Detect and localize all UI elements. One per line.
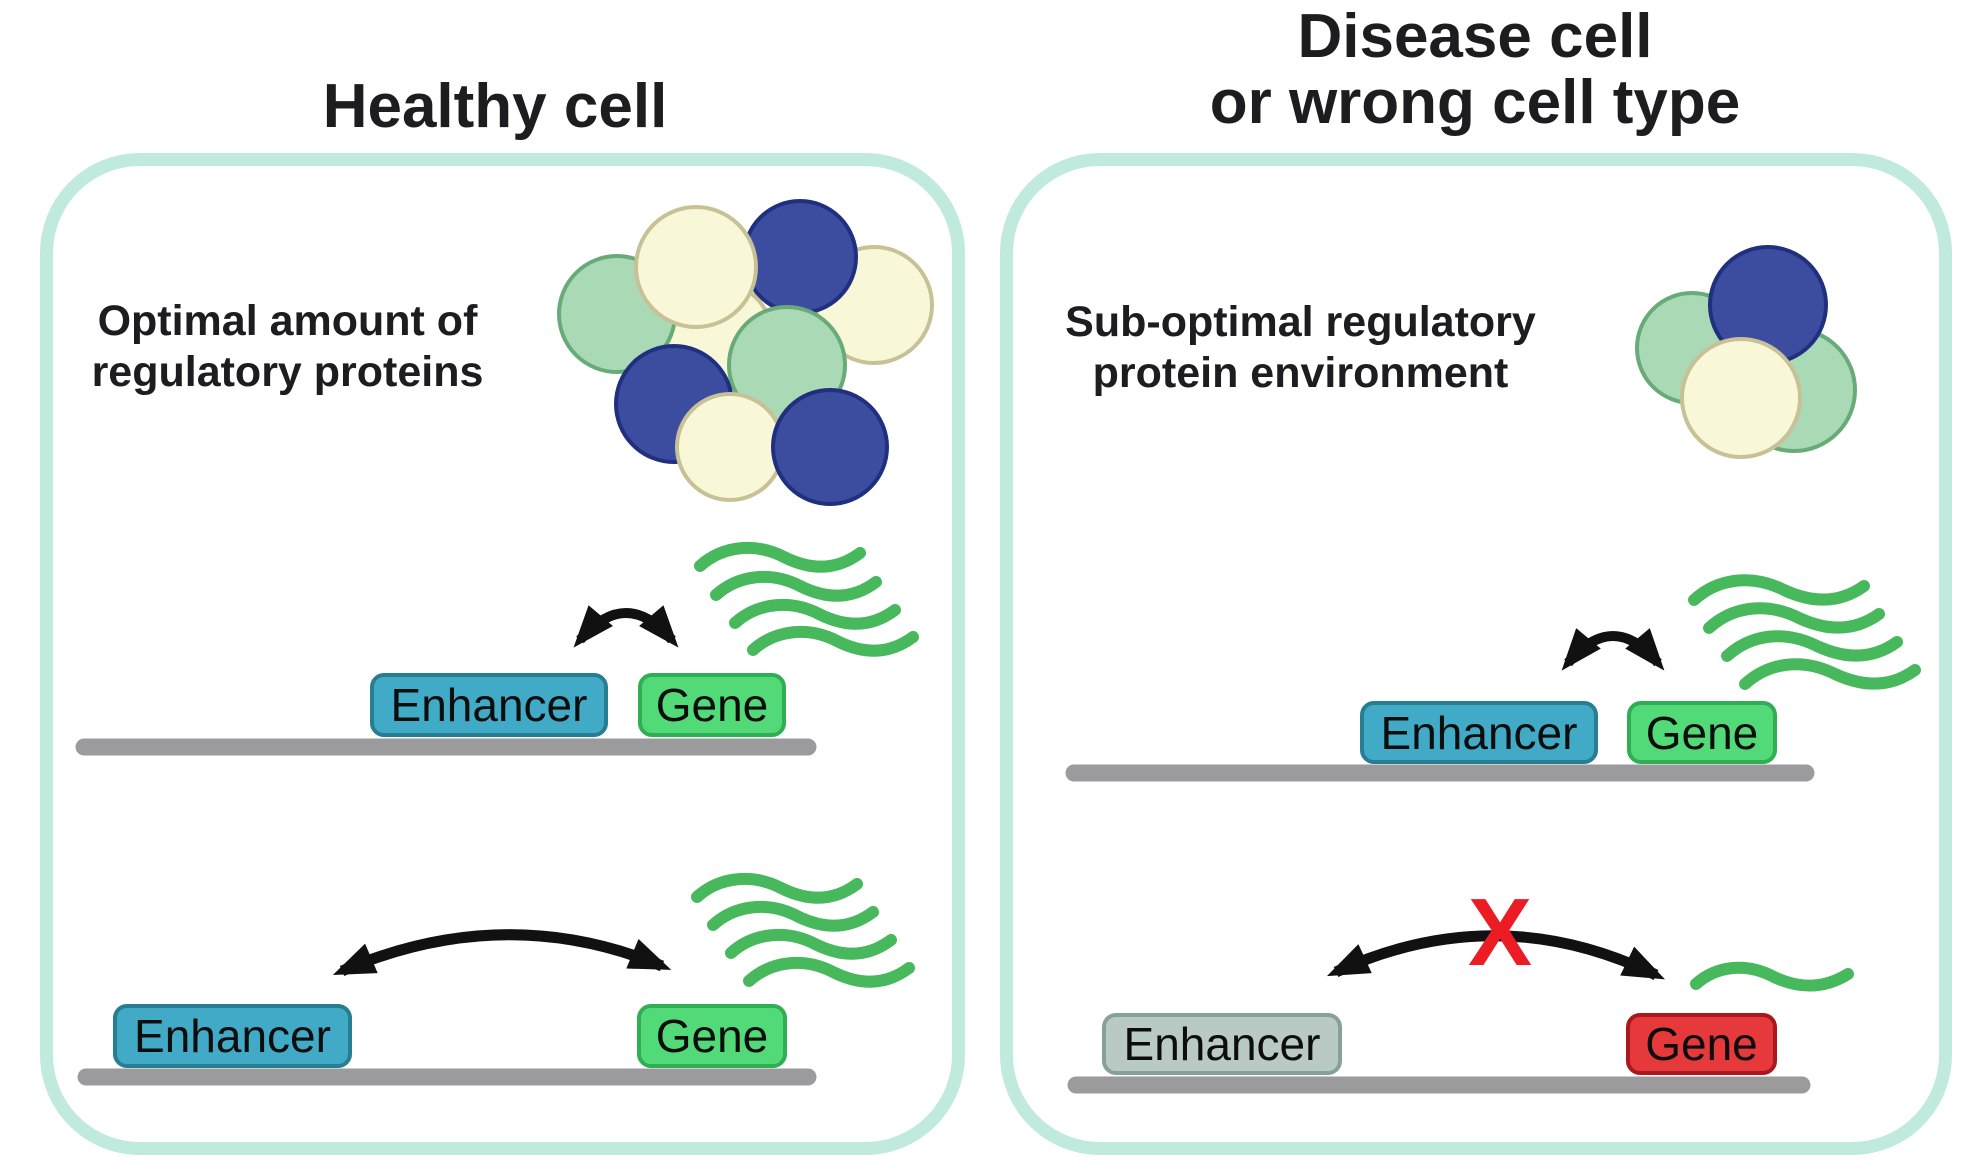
enhancer-box: Enhancer [113,1004,352,1068]
blocked-x-mark: X [1467,879,1533,986]
gene-box: Gene [1627,701,1777,764]
healthy-cell-panel [40,153,965,1155]
gene-box: Gene [638,673,786,737]
subtitle-line: protein environment [1092,349,1509,397]
panel-title-line: Disease cell [1297,2,1653,71]
panel-title-disease: Disease cell or wrong cell type [1110,4,1840,136]
panel-title-line: Healthy cell [322,72,668,141]
panel-title-line: or wrong cell type [1209,68,1741,137]
disease-cell-panel [1000,153,1952,1155]
subtitle-line: Sub-optimal regulatory [1065,298,1536,346]
gene-box: Gene [637,1004,787,1068]
panel-subtitle-optimal: Optimal amount of regulatory proteins [60,296,515,398]
gene-box-misregulated: Gene [1626,1013,1777,1075]
subtitle-line: regulatory proteins [91,348,484,396]
panel-title-healthy: Healthy cell [240,74,750,140]
subtitle-line: Optimal amount of [97,297,478,345]
panel-subtitle-suboptimal: Sub-optimal regulatory protein environme… [1048,297,1553,399]
enhancer-box-inactive: Enhancer [1102,1013,1342,1075]
enhancer-box: Enhancer [370,673,608,737]
enhancer-box: Enhancer [1360,701,1598,764]
